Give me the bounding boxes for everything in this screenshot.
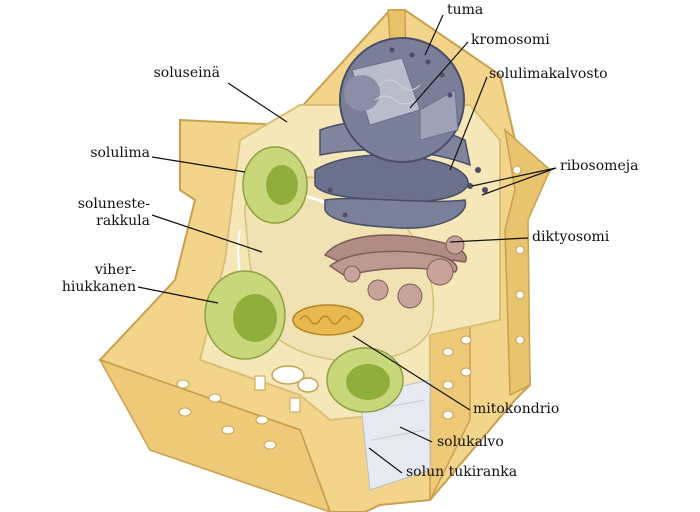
leader-tuma bbox=[424, 14, 444, 56]
leader-soluseina bbox=[227, 82, 288, 123]
leader-diktyosomi bbox=[449, 237, 529, 243]
mitochondrion bbox=[292, 304, 364, 336]
chloroplasts bbox=[204, 146, 404, 413]
label-tuma: tuma bbox=[447, 2, 484, 18]
leader-ribosomeja-2 bbox=[481, 167, 557, 196]
leader-viherhiukkanen bbox=[137, 286, 219, 304]
leader-solukalvo bbox=[399, 426, 433, 443]
label-solulima: solulima bbox=[90, 145, 150, 161]
leader-solunesterakkula bbox=[151, 214, 263, 253]
label-solunesterakkula-line2: rakkula bbox=[96, 213, 150, 229]
label-diktyosomi: diktyosomi bbox=[532, 229, 610, 245]
label-solulimakalvosto: solulimakalvosto bbox=[489, 66, 608, 82]
leader-kromosomi bbox=[409, 41, 469, 109]
nucleus bbox=[339, 37, 465, 163]
leader-mitokondrio bbox=[352, 335, 471, 411]
cell-membrane bbox=[254, 365, 319, 413]
leader-solulimakalvosto bbox=[449, 76, 488, 171]
label-solunesterakkula-line1: soluneste- bbox=[77, 196, 150, 212]
label-kromosomi: kromosomi bbox=[471, 32, 550, 48]
leader-solun-tukiranka bbox=[368, 447, 403, 474]
leader-lines bbox=[137, 14, 557, 474]
golgi-apparatus bbox=[323, 234, 467, 309]
label-solukalvo: solukalvo bbox=[437, 434, 504, 450]
label-ribosomeja: ribosomeja bbox=[560, 158, 639, 174]
leader-solulima bbox=[151, 156, 246, 173]
leader-ribosomeja-1 bbox=[471, 167, 557, 187]
label-mitokondrio: mitokondrio bbox=[473, 401, 560, 417]
label-viherhiukkanen-line1: viher- bbox=[94, 262, 136, 278]
label-viherhiukkanen-line2: hiukkanen bbox=[61, 279, 136, 295]
ribosomes bbox=[327, 167, 488, 218]
label-soluseina: soluseinä bbox=[153, 65, 220, 81]
label-solun-tukiranka: solun tukiranka bbox=[406, 464, 518, 480]
